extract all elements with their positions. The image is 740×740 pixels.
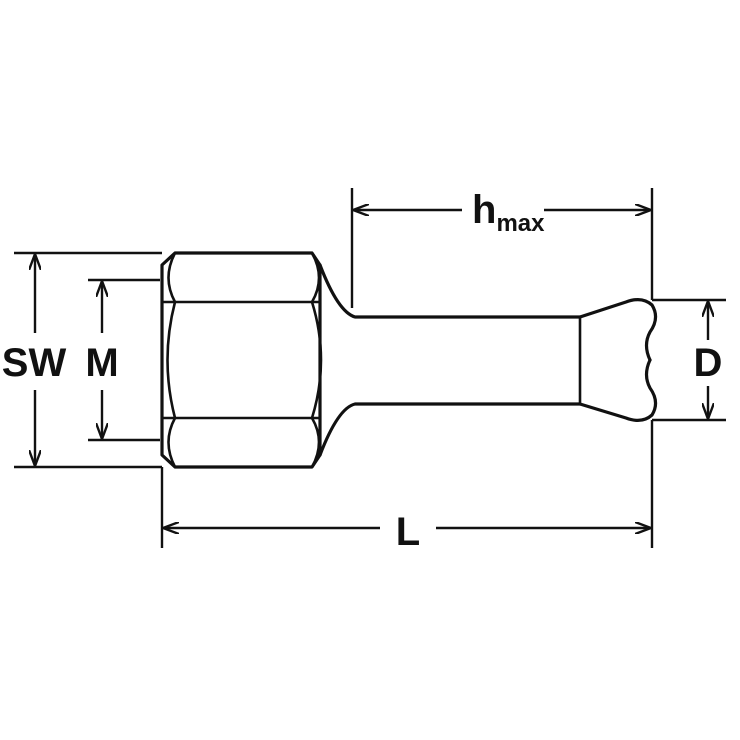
hex-chamfer-left-mid bbox=[166, 300, 177, 420]
label-sw: SW bbox=[2, 341, 67, 385]
hex-chamfer-left-bottom bbox=[167, 416, 177, 469]
label-m: M bbox=[85, 341, 118, 385]
drill-tip-top bbox=[578, 298, 658, 362]
shank-taper-top bbox=[318, 263, 582, 319]
label-hmax: hmax bbox=[472, 188, 545, 237]
label-h: h bbox=[472, 188, 496, 232]
hex-chamfer-right-bottom bbox=[310, 416, 321, 469]
dimension-labels: SW M L D hmax bbox=[2, 188, 723, 554]
hex-chamfer-right-mid bbox=[310, 300, 323, 420]
dimension-lines bbox=[35, 210, 708, 528]
hex-body bbox=[160, 251, 322, 469]
label-d: D bbox=[694, 341, 723, 385]
label-l: L bbox=[396, 510, 420, 554]
label-h-subscript: max bbox=[496, 210, 545, 237]
extension-lines bbox=[14, 188, 726, 548]
shank-taper-bottom bbox=[318, 402, 582, 457]
part-outline bbox=[160, 251, 658, 469]
hex-chamfer-right-top bbox=[310, 251, 321, 304]
drill-tip-bottom bbox=[578, 358, 658, 422]
hex-chamfer-left-top bbox=[167, 251, 177, 304]
